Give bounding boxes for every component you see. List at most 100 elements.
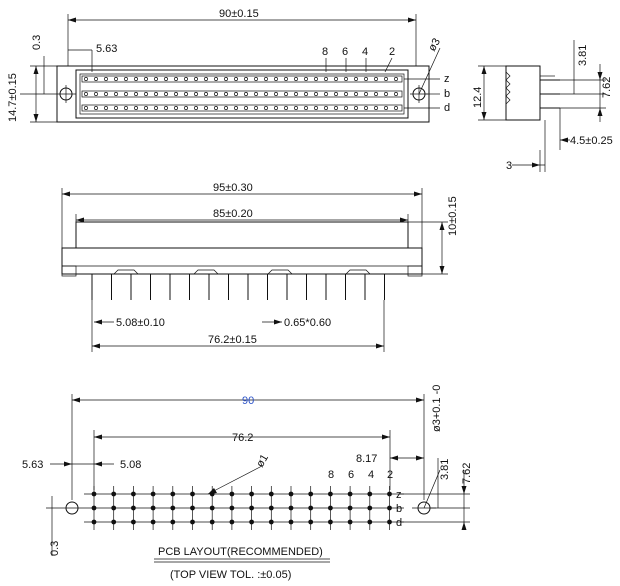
pcb-hole	[328, 519, 333, 525]
top-pin	[164, 77, 168, 81]
top-pin	[304, 106, 308, 110]
pcb-hole	[268, 491, 274, 497]
pcb-hole	[387, 519, 392, 525]
side-dim-c-label: 4.5±0.25	[570, 135, 613, 147]
top-pin	[94, 77, 98, 81]
arrow	[439, 222, 445, 230]
pcb-hole	[249, 519, 255, 525]
top-pin	[244, 92, 248, 96]
top-pin	[164, 92, 168, 96]
top-pin	[194, 106, 198, 110]
top-pin	[364, 106, 368, 110]
top-pin	[144, 106, 148, 110]
top-pin	[184, 92, 188, 96]
pcb-hole	[367, 519, 373, 525]
arrow	[461, 486, 467, 494]
pcb-hole	[229, 491, 235, 497]
arrow	[208, 488, 217, 494]
top-pin	[284, 77, 288, 81]
top-pin	[114, 92, 118, 96]
top-pin	[244, 77, 248, 81]
side-break-line	[505, 71, 511, 105]
top-pin-num-8: 8	[322, 46, 328, 58]
pcb-hole	[111, 505, 117, 511]
front-pin-row	[91, 274, 385, 300]
top-pin	[374, 77, 378, 81]
pcb-row-label-b: b	[396, 503, 402, 515]
top-height-label: 14.7±0.15	[7, 73, 19, 122]
front-span-label: 76.2±0.15	[208, 334, 257, 346]
pcb-bottom-label: 0.3	[49, 541, 61, 556]
side-body	[505, 65, 541, 121]
pcb-hole	[367, 505, 373, 511]
pcb-hole	[91, 505, 97, 511]
standoff	[113, 269, 139, 275]
top-pin	[294, 77, 298, 81]
top-row-slot	[81, 104, 403, 112]
top-pin	[124, 92, 128, 96]
pcb-hole	[308, 491, 314, 497]
pcb-hole	[131, 491, 136, 497]
top-pin	[214, 106, 218, 110]
top-pin	[374, 92, 378, 96]
pcb-right-label: 8.17	[356, 453, 377, 465]
pcb-hole	[328, 505, 333, 511]
pcb-hole	[288, 505, 294, 511]
arrow	[408, 17, 416, 23]
top-row-slot	[81, 90, 403, 98]
pcb-hole	[387, 491, 392, 497]
top-offset-label: 5.63	[96, 43, 117, 55]
top-pin	[354, 77, 358, 81]
top-row-label-d: d	[444, 102, 450, 114]
mount-leader	[423, 469, 441, 509]
top-pin	[254, 106, 258, 110]
top-pin	[354, 92, 358, 96]
pcb-pitch-label: 5.08	[120, 459, 141, 471]
top-pin	[324, 106, 328, 110]
arrow	[532, 162, 540, 168]
pcb-hole	[328, 491, 333, 497]
pcb-subtitle: (TOP VIEW TOL. :±0.05)	[170, 569, 291, 581]
top-pin	[274, 106, 278, 110]
top-pin	[214, 92, 218, 96]
top-pin	[364, 92, 368, 96]
pcb-hole	[131, 505, 136, 511]
pcb-hole-grid	[84, 486, 404, 530]
pcb-hole	[288, 491, 294, 497]
top-pin	[234, 77, 238, 81]
top-pin	[374, 106, 378, 110]
pcb-span-label: 76.2	[232, 432, 253, 444]
top-pin	[284, 92, 288, 96]
arrow	[416, 455, 424, 461]
top-pin	[264, 77, 268, 81]
pcb-width-label: 90	[242, 395, 254, 407]
top-pin	[304, 77, 308, 81]
arrow	[94, 434, 102, 440]
arrow	[64, 461, 72, 467]
hole-leader	[418, 47, 441, 95]
top-pin	[174, 92, 178, 96]
pcb-hole	[347, 519, 353, 525]
pcb-hole	[288, 519, 294, 525]
pcb-hole	[150, 505, 156, 511]
front-ear-left	[61, 265, 77, 277]
pcb-hole	[308, 505, 314, 511]
pcb-hole	[150, 519, 156, 525]
top-pin	[334, 92, 338, 96]
top-body-inner	[79, 73, 405, 115]
top-pin	[264, 92, 268, 96]
arrow	[62, 191, 70, 197]
top-pin	[224, 77, 228, 81]
pcb-hole	[111, 491, 117, 497]
pcb-hole	[268, 505, 274, 511]
top-pin	[104, 106, 108, 110]
pcb-row1-label: 3.81	[439, 459, 451, 480]
pcb-hole	[209, 505, 215, 511]
top-pin	[394, 106, 398, 110]
arrow	[461, 522, 467, 530]
top-pin	[354, 106, 358, 110]
top-pin	[294, 92, 298, 96]
front-body-label: 85±0.20	[213, 208, 253, 220]
top-pin	[344, 106, 348, 110]
pcb-hole	[190, 491, 195, 497]
